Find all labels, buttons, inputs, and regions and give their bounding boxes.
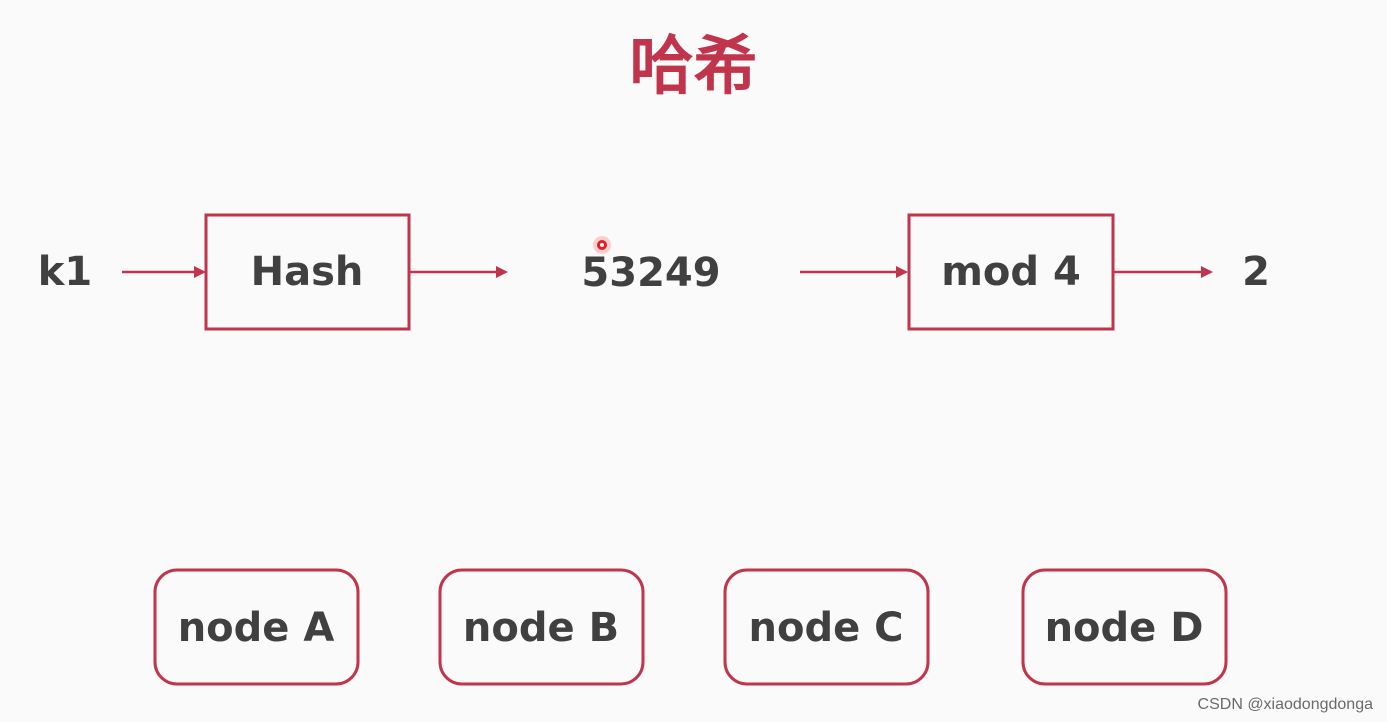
arrow-mod-to-result — [1113, 266, 1213, 278]
node-b-label: node B — [463, 605, 619, 651]
node-b: node B — [438, 568, 645, 686]
input-key-label: k1 — [38, 249, 92, 295]
node-a: node A — [153, 568, 360, 686]
hash-value-label: 53249 — [581, 250, 720, 296]
diagram-title: 哈希 — [629, 30, 758, 104]
arrow-value-to-mod — [800, 266, 908, 278]
node-c-label: node C — [749, 605, 904, 651]
watermark: CSDN @xiaodongdonga — [1197, 696, 1373, 713]
mod-box-label: mod 4 — [941, 249, 1081, 295]
node-c: node C — [723, 568, 930, 686]
cursor-pointer-icon — [593, 236, 611, 254]
node-d-label: node D — [1045, 605, 1204, 651]
arrow-input-to-hash — [122, 266, 206, 278]
arrow-hash-to-value — [409, 266, 508, 278]
result-label: 2 — [1242, 249, 1270, 295]
hash-box-label: Hash — [251, 249, 364, 295]
node-d: node D — [1021, 568, 1228, 686]
node-a-label: node A — [178, 605, 335, 651]
